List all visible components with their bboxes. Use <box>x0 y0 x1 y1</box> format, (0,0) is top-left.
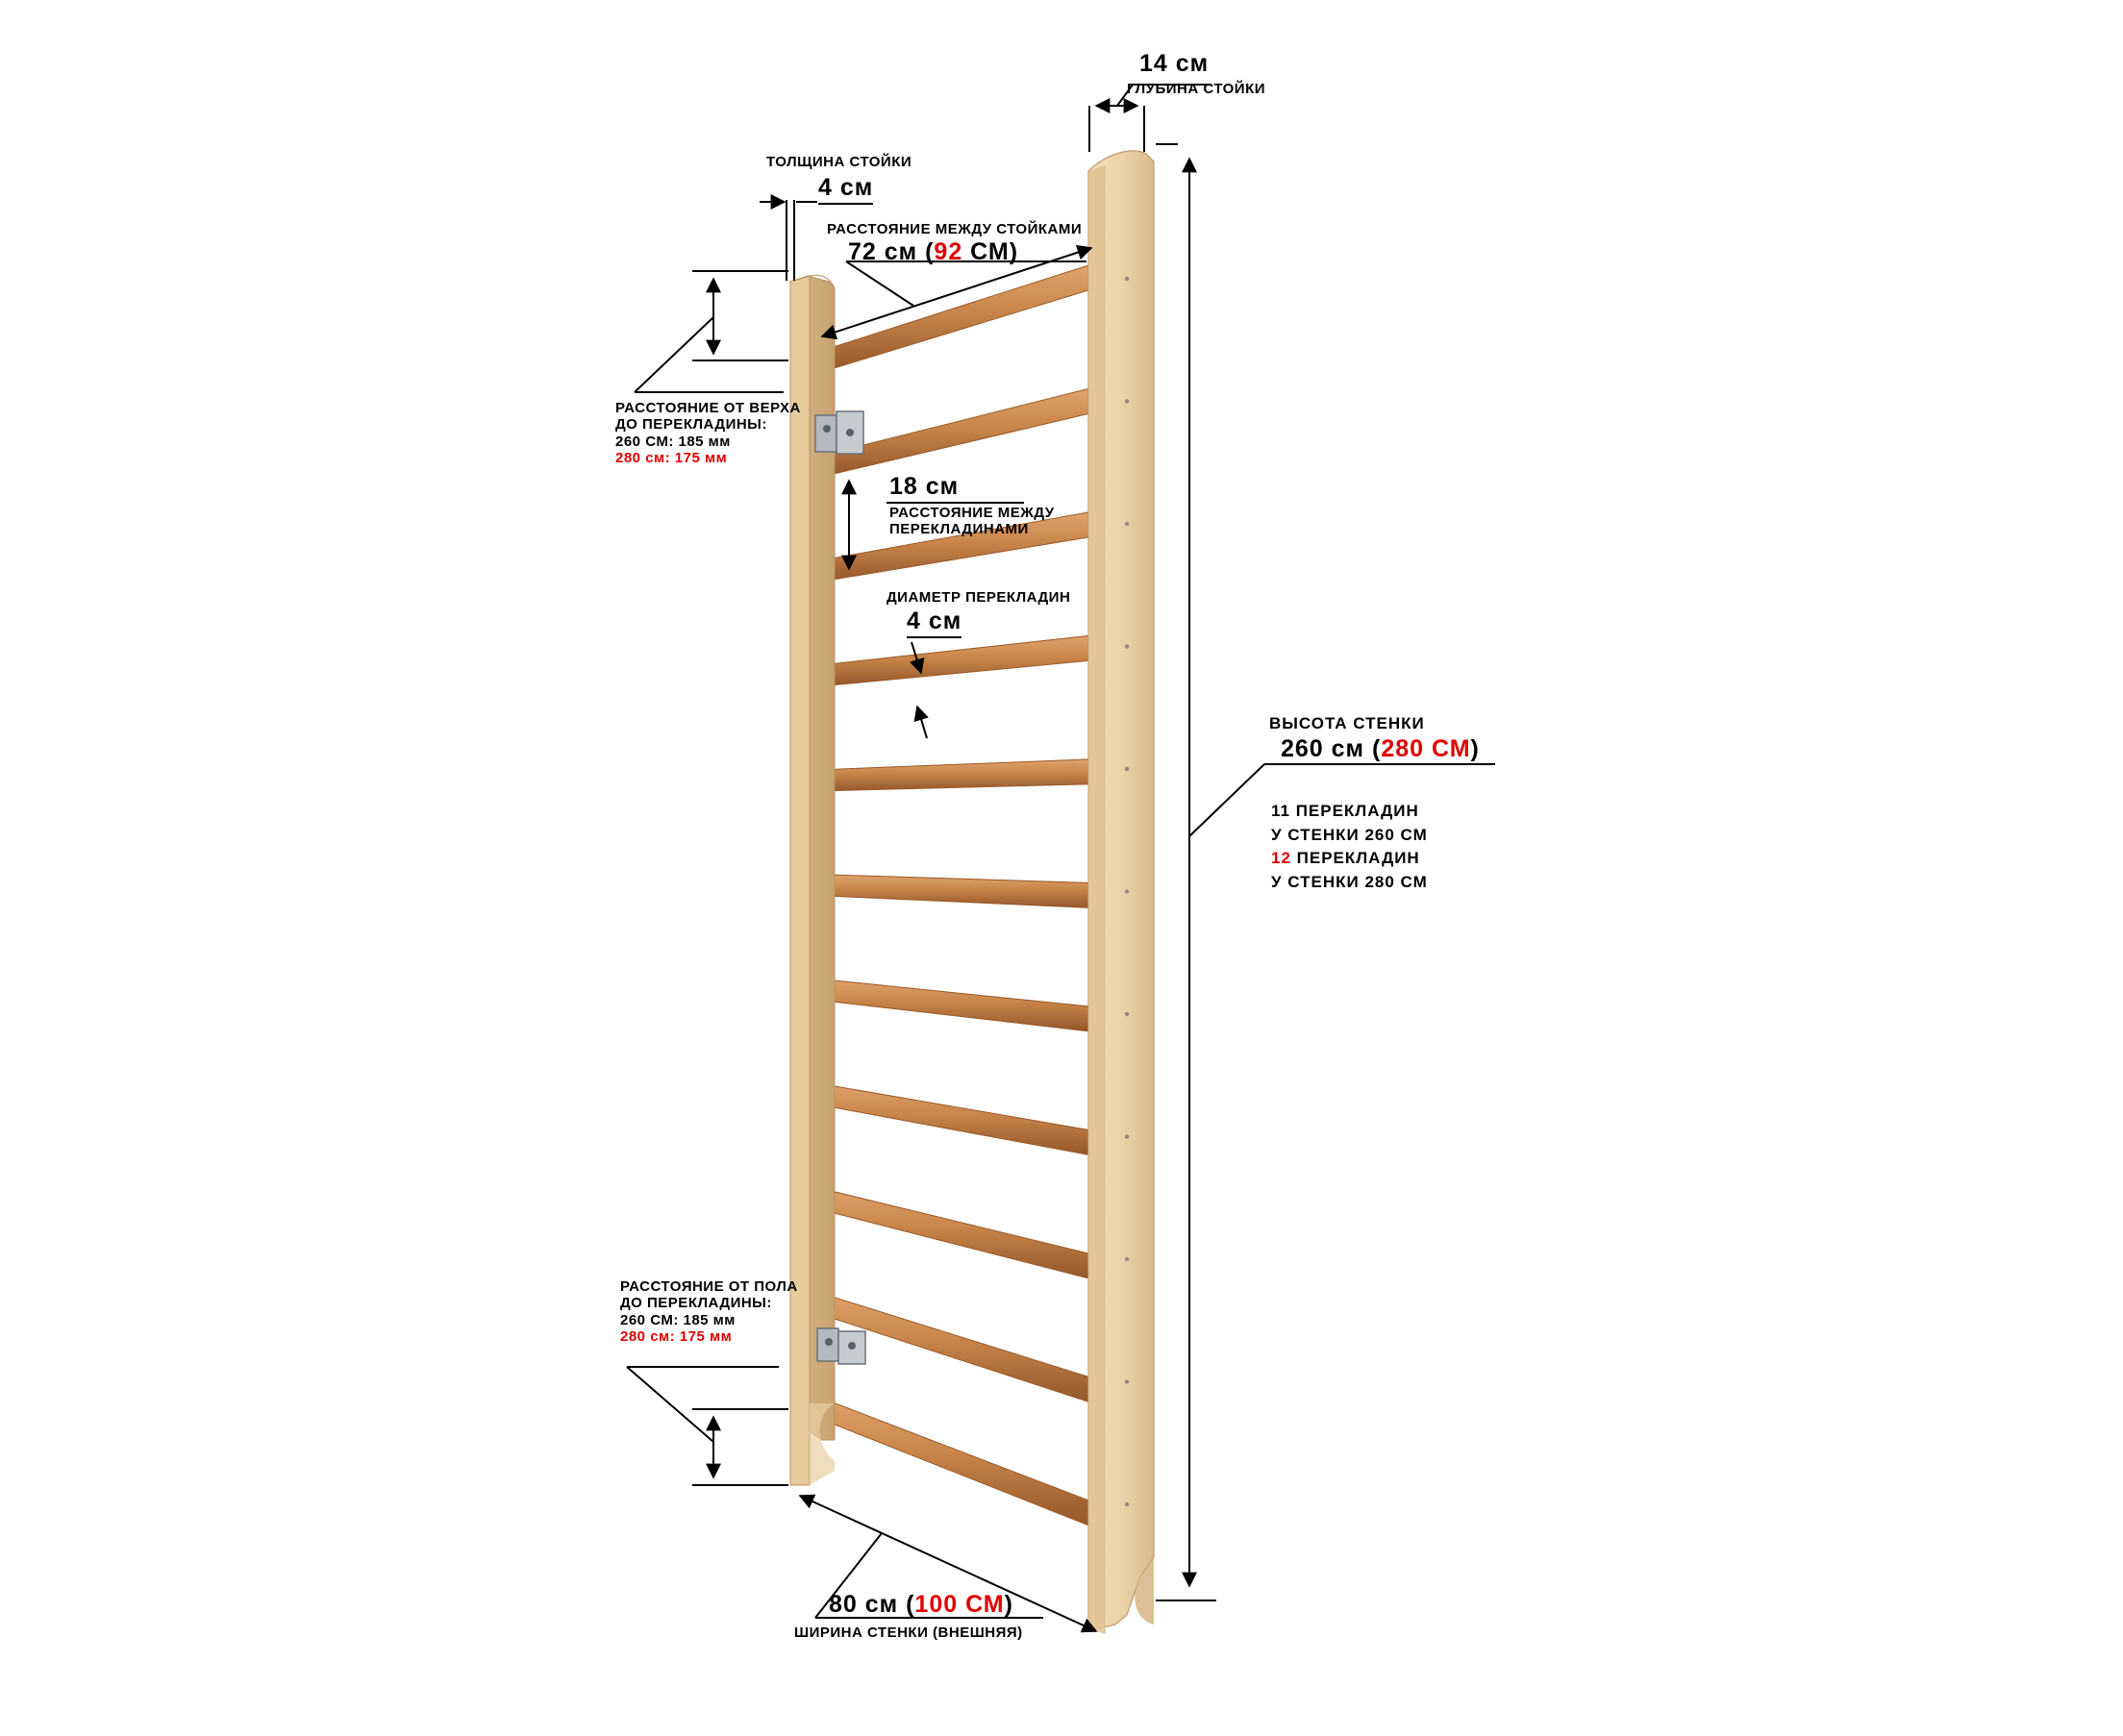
thickness-value: 4 см <box>818 174 874 205</box>
height-value-red: 280 СМ <box>1381 735 1471 762</box>
between-posts-value: 72 см (92 СМ) <box>848 238 1018 266</box>
rung-gap-caption-line-1: РАССТОЯНИЕ МЕЖДУ <box>889 505 1055 521</box>
dimension-lines <box>626 84 1495 1633</box>
width-caption: ШИРИНА СТЕНКИ (ВНЕШНЯЯ) <box>794 1624 1023 1641</box>
rung-count-caption: 11 ПЕРЕКЛАДИН У СТЕНКИ 260 СМ 12 ПЕРЕКЛА… <box>1271 800 1428 895</box>
diameter-value: 4 см <box>907 608 962 638</box>
rung <box>807 1395 1092 1527</box>
height-value: 260 см (280 СМ) <box>1281 735 1480 763</box>
width-value-a: 80 см ( <box>829 1591 915 1618</box>
rung <box>807 978 1092 1032</box>
rung <box>807 634 1092 688</box>
screw-dot <box>1124 399 1130 404</box>
rung-count-line-3-red: 12 <box>1271 849 1291 868</box>
post-screws <box>1124 276 1130 1507</box>
depth-caption: ГЛУБИНА СТОЙКИ <box>1127 81 1266 97</box>
rung-count-line-3-rest: ПЕРЕКЛАДИН <box>1290 849 1420 868</box>
floor-caption-line-1: РАССТОЯНИЕ ОТ ПОЛА <box>620 1278 798 1295</box>
rung <box>807 263 1092 375</box>
screw-dot <box>1124 1379 1130 1384</box>
between-posts-value-red: 92 <box>934 238 963 265</box>
height-value-b: ) <box>1470 735 1480 762</box>
bracket-bottom <box>816 1327 866 1365</box>
floor-distance-caption: РАССТОЯНИЕ ОТ ПОЛА ДО ПЕРЕКЛАДИНЫ: 260 С… <box>620 1278 798 1345</box>
rung-count-line-4: У СТЕНКИ 280 СМ <box>1271 872 1428 891</box>
rung <box>807 1186 1092 1280</box>
top-caption-line-2: ДО ПЕРЕКЛАДИНЫ: <box>615 416 767 434</box>
thickness-caption: ТОЛЩИНА СТОЙКИ <box>766 154 912 170</box>
rung-count-line-1: 11 ПЕРЕКЛАДИН <box>1271 802 1419 820</box>
floor-caption-line-2: ДО ПЕРЕКЛАДИНЫ: <box>620 1295 772 1312</box>
screw-dot <box>1124 521 1130 527</box>
rung-gap-caption-line-2: ПЕРЕКЛАДИНАМИ <box>889 521 1029 538</box>
height-value-a: 260 см ( <box>1281 735 1382 762</box>
right-post <box>1087 150 1155 1634</box>
between-posts-caption: РАССТОЯНИЕ МЕЖДУ СТОЙКАМИ <box>827 221 1083 237</box>
rung <box>807 1081 1092 1156</box>
top-distance-caption: РАССТОЯНИЕ ОТ ВЕРХА ДО ПЕРЕКЛАДИНЫ: 260 … <box>615 400 801 466</box>
top-caption-line-1: РАССТОЯНИЕ ОТ ВЕРХА <box>615 400 801 416</box>
between-posts-value-a: 72 см ( <box>848 238 935 265</box>
floor-caption-line-3: 260 СМ: 185 мм <box>620 1311 736 1328</box>
screw-dot <box>1124 1501 1130 1507</box>
rung-count-line-3: 12 ПЕРЕКЛАДИН <box>1271 847 1428 871</box>
top-caption-line-4: 280 см: 175 мм <box>615 449 728 466</box>
width-value: 80 см (100 СМ) <box>829 1591 1013 1619</box>
height-caption: ВЫСОТА СТЕНКИ <box>1269 714 1425 732</box>
depth-value: 14 см <box>1139 50 1210 77</box>
diameter-caption: ДИАМЕТР ПЕРЕКЛАДИН <box>887 589 1071 606</box>
width-value-red: 100 СМ <box>914 1591 1005 1618</box>
width-value-b: ) <box>1004 1591 1013 1618</box>
bracket-top <box>814 410 864 455</box>
screw-dot <box>1124 276 1130 282</box>
rung-gap-value: 18 см <box>889 473 960 500</box>
screw-dot <box>1124 1011 1130 1017</box>
rung <box>807 873 1092 909</box>
screw-dot <box>1124 1256 1130 1262</box>
screw-dot <box>1124 889 1130 894</box>
rung-count-line-2: У СТЕНКИ 260 СМ <box>1271 825 1428 844</box>
floor-caption-line-4: 280 см: 175 мм <box>620 1327 733 1345</box>
screw-dot <box>1124 644 1130 649</box>
between-posts-value-b: СМ) <box>962 238 1019 265</box>
screw-dot <box>1124 1134 1130 1139</box>
screw-dot <box>1124 766 1130 772</box>
rung-gap-caption: РАССТОЯНИЕ МЕЖДУ ПЕРЕКЛАДИНАМИ <box>889 505 1055 538</box>
left-post <box>789 274 836 1486</box>
rung <box>807 758 1092 792</box>
top-caption-line-3: 260 СМ: 185 мм <box>615 433 731 450</box>
